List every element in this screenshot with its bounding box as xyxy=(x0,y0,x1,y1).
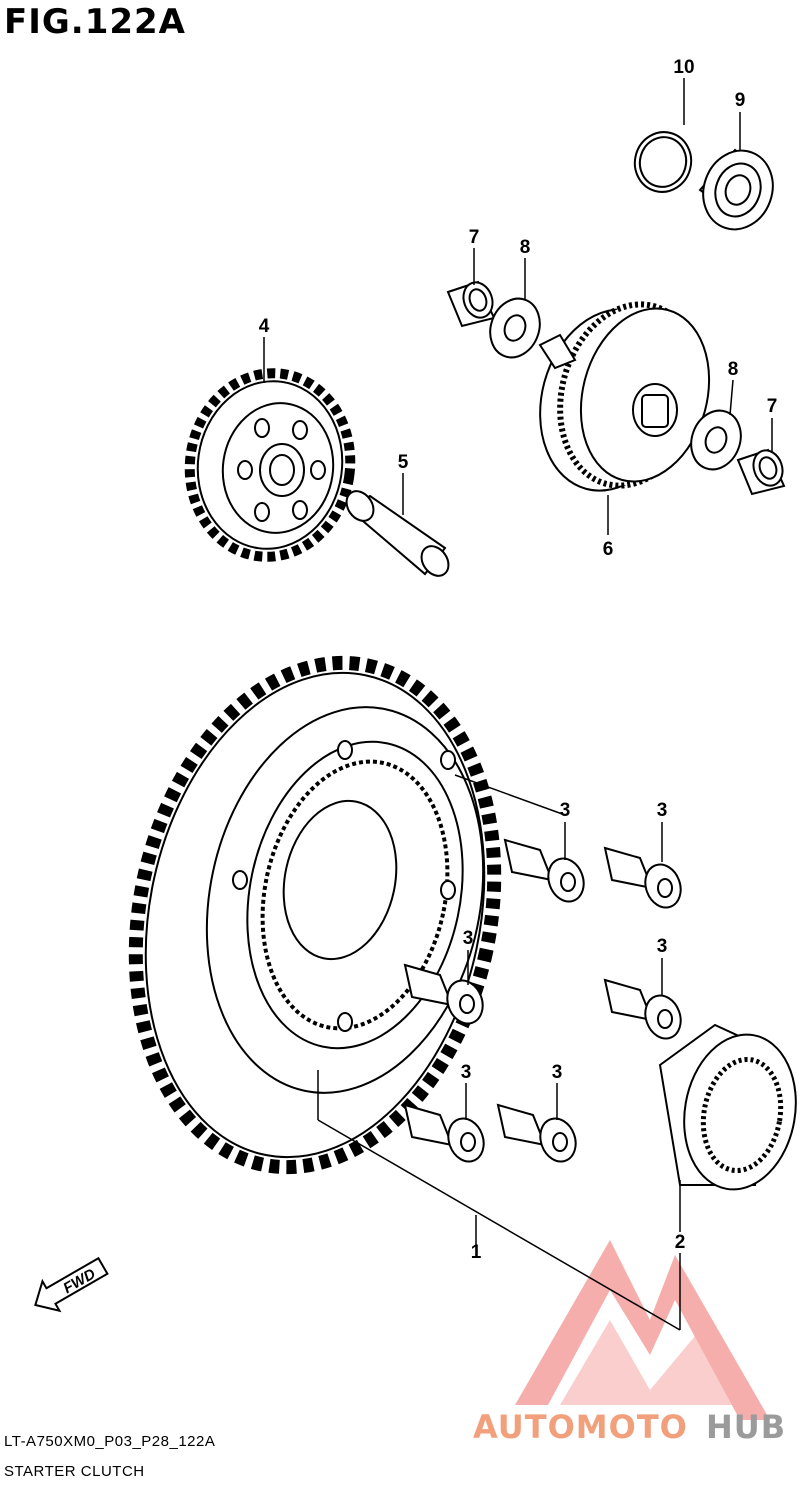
leader-lines xyxy=(263,78,773,1331)
circlip-part-10 xyxy=(633,131,693,193)
callout-6: 6 xyxy=(603,539,614,560)
watermark-part1: AUTOMOTO xyxy=(473,1408,688,1446)
callout-8-right: 8 xyxy=(728,359,739,380)
callout-3-e: 3 xyxy=(461,1062,472,1083)
callout-labels: 10 9 7 8 4 8 7 5 6 3 3 3 3 3 3 1 2 xyxy=(259,57,778,1263)
bolt-1 xyxy=(503,838,585,903)
bearing-part-9 xyxy=(698,148,774,231)
bolt-6 xyxy=(496,1103,577,1163)
callout-4: 4 xyxy=(259,316,270,337)
callout-9: 9 xyxy=(735,90,746,111)
bolt-2 xyxy=(603,846,682,909)
callout-3-f: 3 xyxy=(552,1062,563,1083)
callout-7-left: 7 xyxy=(469,227,480,248)
gear-part-4 xyxy=(184,368,356,562)
callout-3-c: 3 xyxy=(463,928,474,949)
callout-3-a: 3 xyxy=(560,800,571,821)
clutch-hub-part-6 xyxy=(538,301,711,492)
callout-2: 2 xyxy=(675,1232,686,1253)
watermark-logo xyxy=(515,1240,770,1420)
bushing-part-7-left xyxy=(446,280,496,328)
bolt-4 xyxy=(603,978,682,1040)
callout-10: 10 xyxy=(673,57,694,78)
washer-part-8-right xyxy=(690,409,742,471)
figure-code: LT-A750XM0_P03_P28_122A xyxy=(4,1433,216,1450)
one-way-clutch-part-2 xyxy=(658,1023,797,1191)
shaft-part-5 xyxy=(345,490,450,577)
starter-clutch-part-1 xyxy=(128,655,502,1175)
callout-8-top: 8 xyxy=(520,237,531,258)
figure-name: STARTER CLUTCH xyxy=(4,1463,145,1480)
bushing-part-7-right xyxy=(736,448,786,496)
bolt-5 xyxy=(403,1103,485,1163)
watermark-text: AUTOMOTO HUB xyxy=(473,1408,786,1446)
callout-3-b: 3 xyxy=(657,800,668,821)
bolts-part-3 xyxy=(403,838,682,1163)
callout-5: 5 xyxy=(398,452,409,473)
callout-7-right: 7 xyxy=(767,396,778,417)
callout-1: 1 xyxy=(471,1242,482,1263)
watermark-part2: HUB xyxy=(706,1408,786,1446)
bolt-3 xyxy=(403,963,484,1025)
figure-title: FIG.122A xyxy=(4,2,186,42)
fwd-arrow-icon: FWD xyxy=(34,1256,109,1313)
callout-3-d: 3 xyxy=(657,936,668,957)
